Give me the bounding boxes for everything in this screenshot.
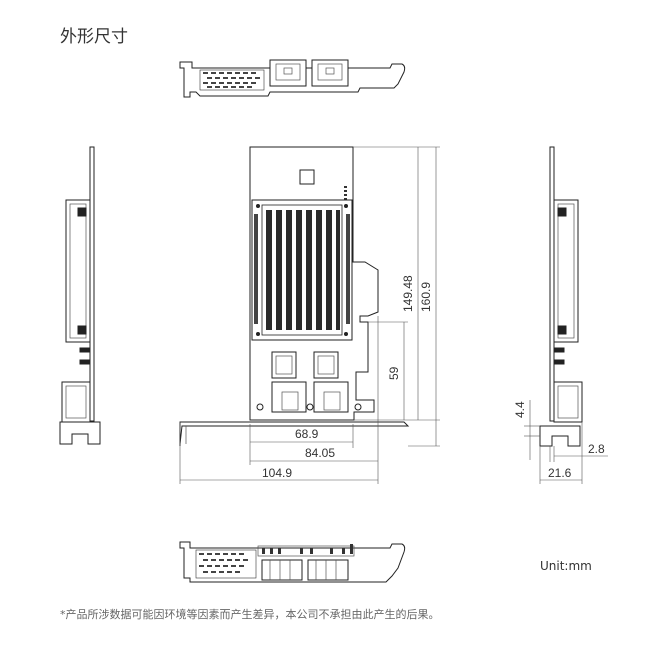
front-rj45-port-1 <box>271 381 307 413</box>
front-view <box>179 146 410 446</box>
dim-2-8: 2.8 <box>588 442 605 456</box>
front-dimension-labels: 68.9 84.05 104.9 59 149.48 160.9 <box>262 275 433 480</box>
magnetics-2 <box>313 351 339 379</box>
front-dimension-lines <box>179 146 440 484</box>
right-side-view <box>539 146 583 447</box>
bottom-view <box>179 541 406 583</box>
dim-21-6: 21.6 <box>548 466 572 480</box>
magnetics-1 <box>271 351 297 379</box>
side-dimension-lines <box>524 400 608 484</box>
front-rj45-port-2 <box>313 381 349 413</box>
left-side-view <box>59 146 101 445</box>
dim-68-9: 68.9 <box>295 427 319 441</box>
pcb-chip <box>299 169 347 208</box>
dim-149-48: 149.48 <box>401 275 415 312</box>
dim-4-4: 4.4 <box>513 401 527 418</box>
side-dimension-labels: 4.4 2.8 21.6 <box>513 401 605 480</box>
unit-label: Unit:mm <box>540 559 592 573</box>
heatsink <box>251 199 353 341</box>
page-title: 外形尺寸 <box>60 27 128 47</box>
dim-160-9: 160.9 <box>419 282 433 312</box>
dim-84-05: 84.05 <box>305 446 335 460</box>
disclaimer-note: *产品所涉数据可能因环境等因素而产生差异，本公司不承担由此产生的后果。 <box>60 608 440 621</box>
top-view-rj45-port-2 <box>311 59 349 87</box>
dim-59: 59 <box>387 366 401 380</box>
dim-104-9: 104.9 <box>262 466 292 480</box>
top-view-rj45-port-1 <box>269 59 307 87</box>
top-view <box>179 59 406 98</box>
top-view-vent-holes <box>199 69 265 91</box>
